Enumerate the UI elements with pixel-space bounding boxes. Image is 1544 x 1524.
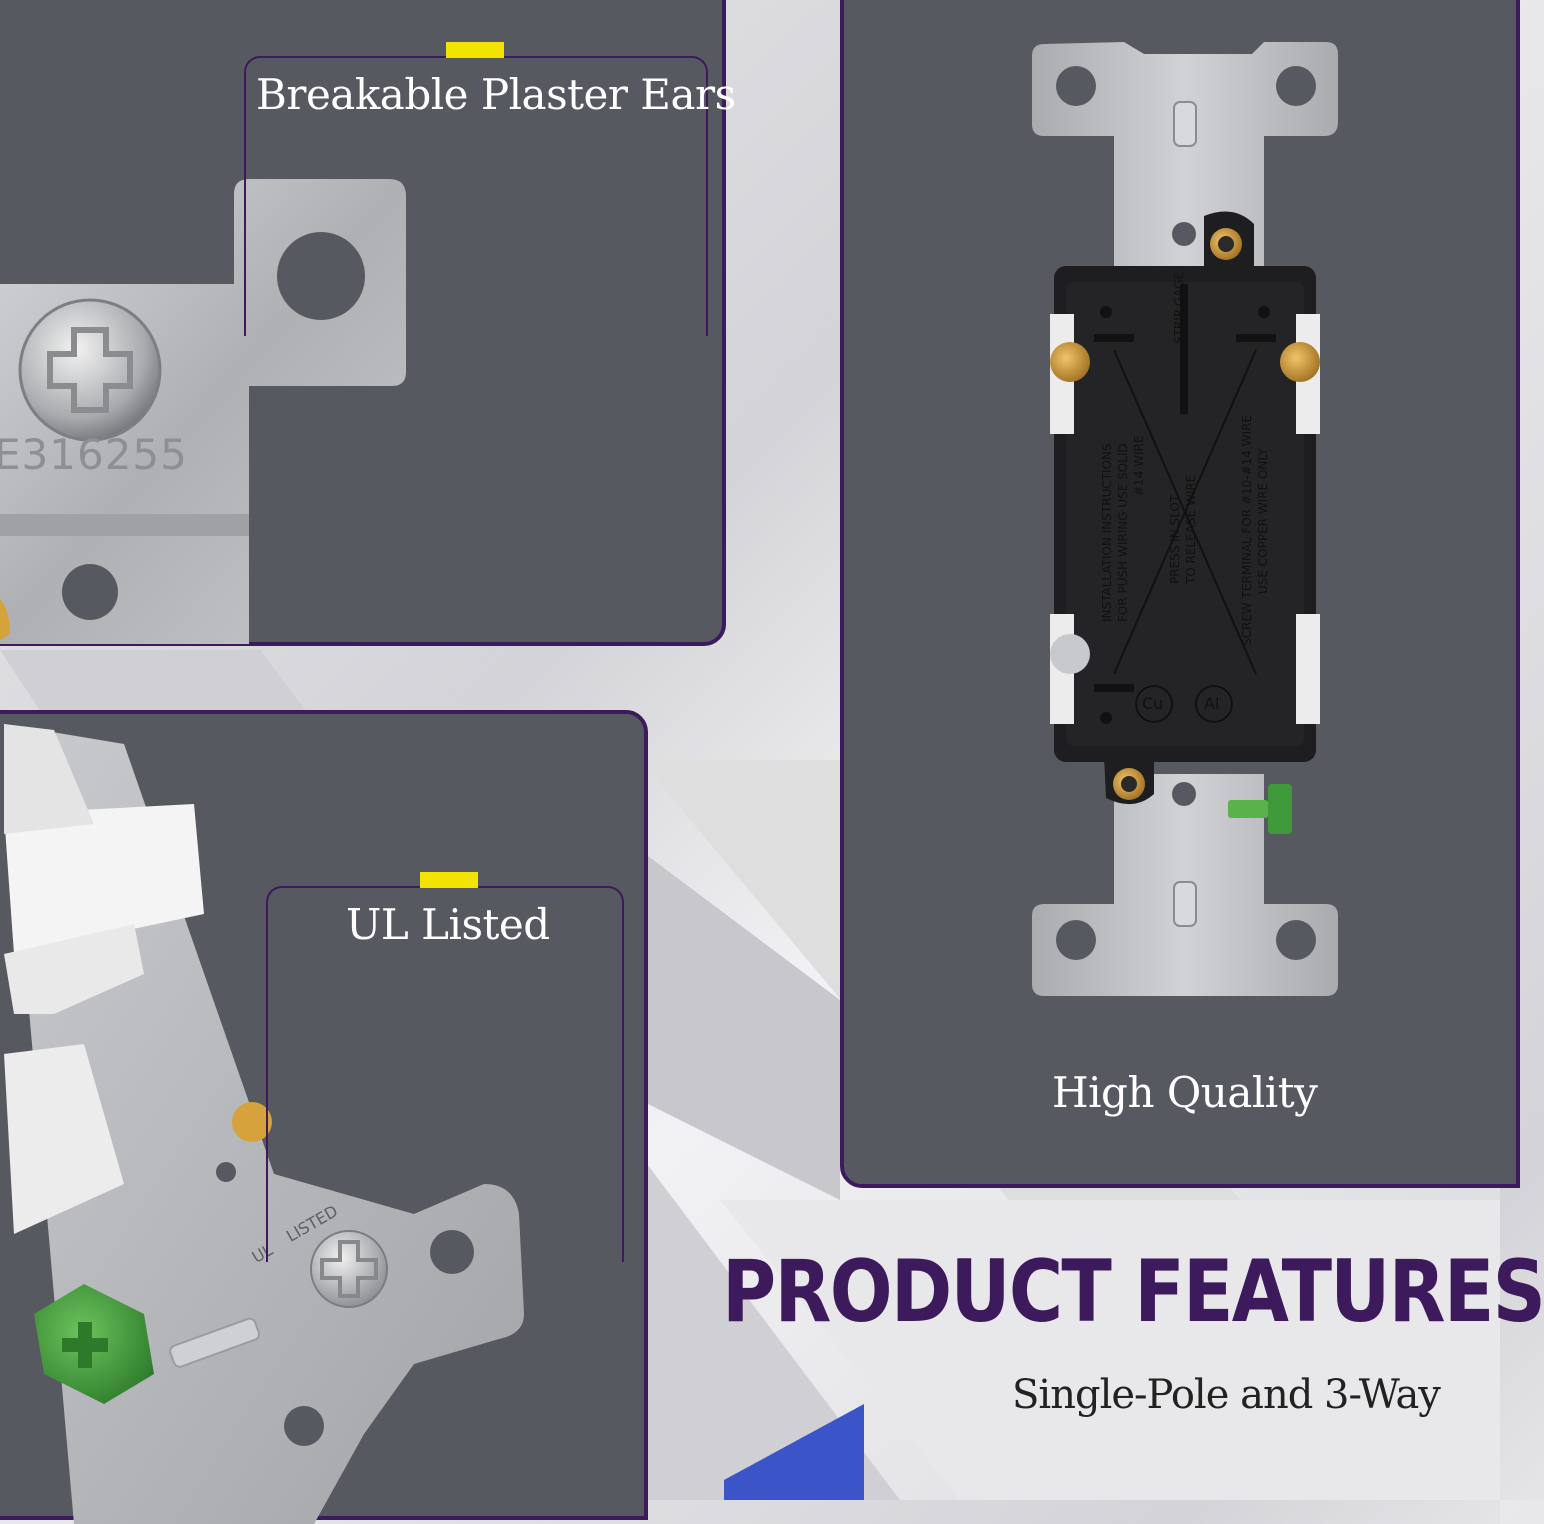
label-high-quality: High Quality [1052,1068,1318,1117]
label-breakable-plaster-ears: Breakable Plaster Ears [256,70,736,119]
panel-high-quality: STRIP GAGE INSTALLATION INSTRUCTIONS FOR… [840,0,1520,1188]
callout-tab-ears [446,42,504,58]
product-features-title: PRODUCT FEATURES [722,1242,1544,1342]
ul-listed-switch-image [4,724,524,1524]
marking-screw-2: USE COPPER WIRE ONLY [1256,448,1270,594]
marking-al: Al [1204,694,1220,713]
marking-cu: Cu [1142,694,1164,713]
callout-tab-ul [420,872,478,888]
marking-install-1: INSTALLATION INSTRUCTIONS [1100,443,1114,622]
marking-press-2: TO RELEASE WIRE [1184,474,1198,584]
label-ul-listed: UL Listed [346,900,550,949]
product-features-subtitle: Single-Pole and 3-Way [1012,1372,1441,1418]
marking-install-2: FOR PUSH WIRING USE SOLID [1116,443,1130,622]
callout-frame-ears [244,42,708,336]
panel-plaster-ears: E316255 Breakable Plaster Ears [0,0,736,646]
panel-ul-listed: UL LISTED UL Listed [0,710,648,1524]
callout-frame-ul [266,872,624,1262]
marking-strip-gage: STRIP GAGE [1172,271,1186,344]
marking-press-1: PRESS IN SLOT [1168,494,1182,584]
marking-screw-1: SCREW TERMINAL FOR #10-#14 WIRE [1240,414,1254,646]
blue-triangle-decoration [724,1404,864,1500]
marking-install-3: #14 WIRE [1132,435,1146,496]
plaster-ear-closeup-image [0,179,406,644]
light-switch-back-image [1032,42,1338,996]
ear-plate-code: E316255 [0,430,188,479]
